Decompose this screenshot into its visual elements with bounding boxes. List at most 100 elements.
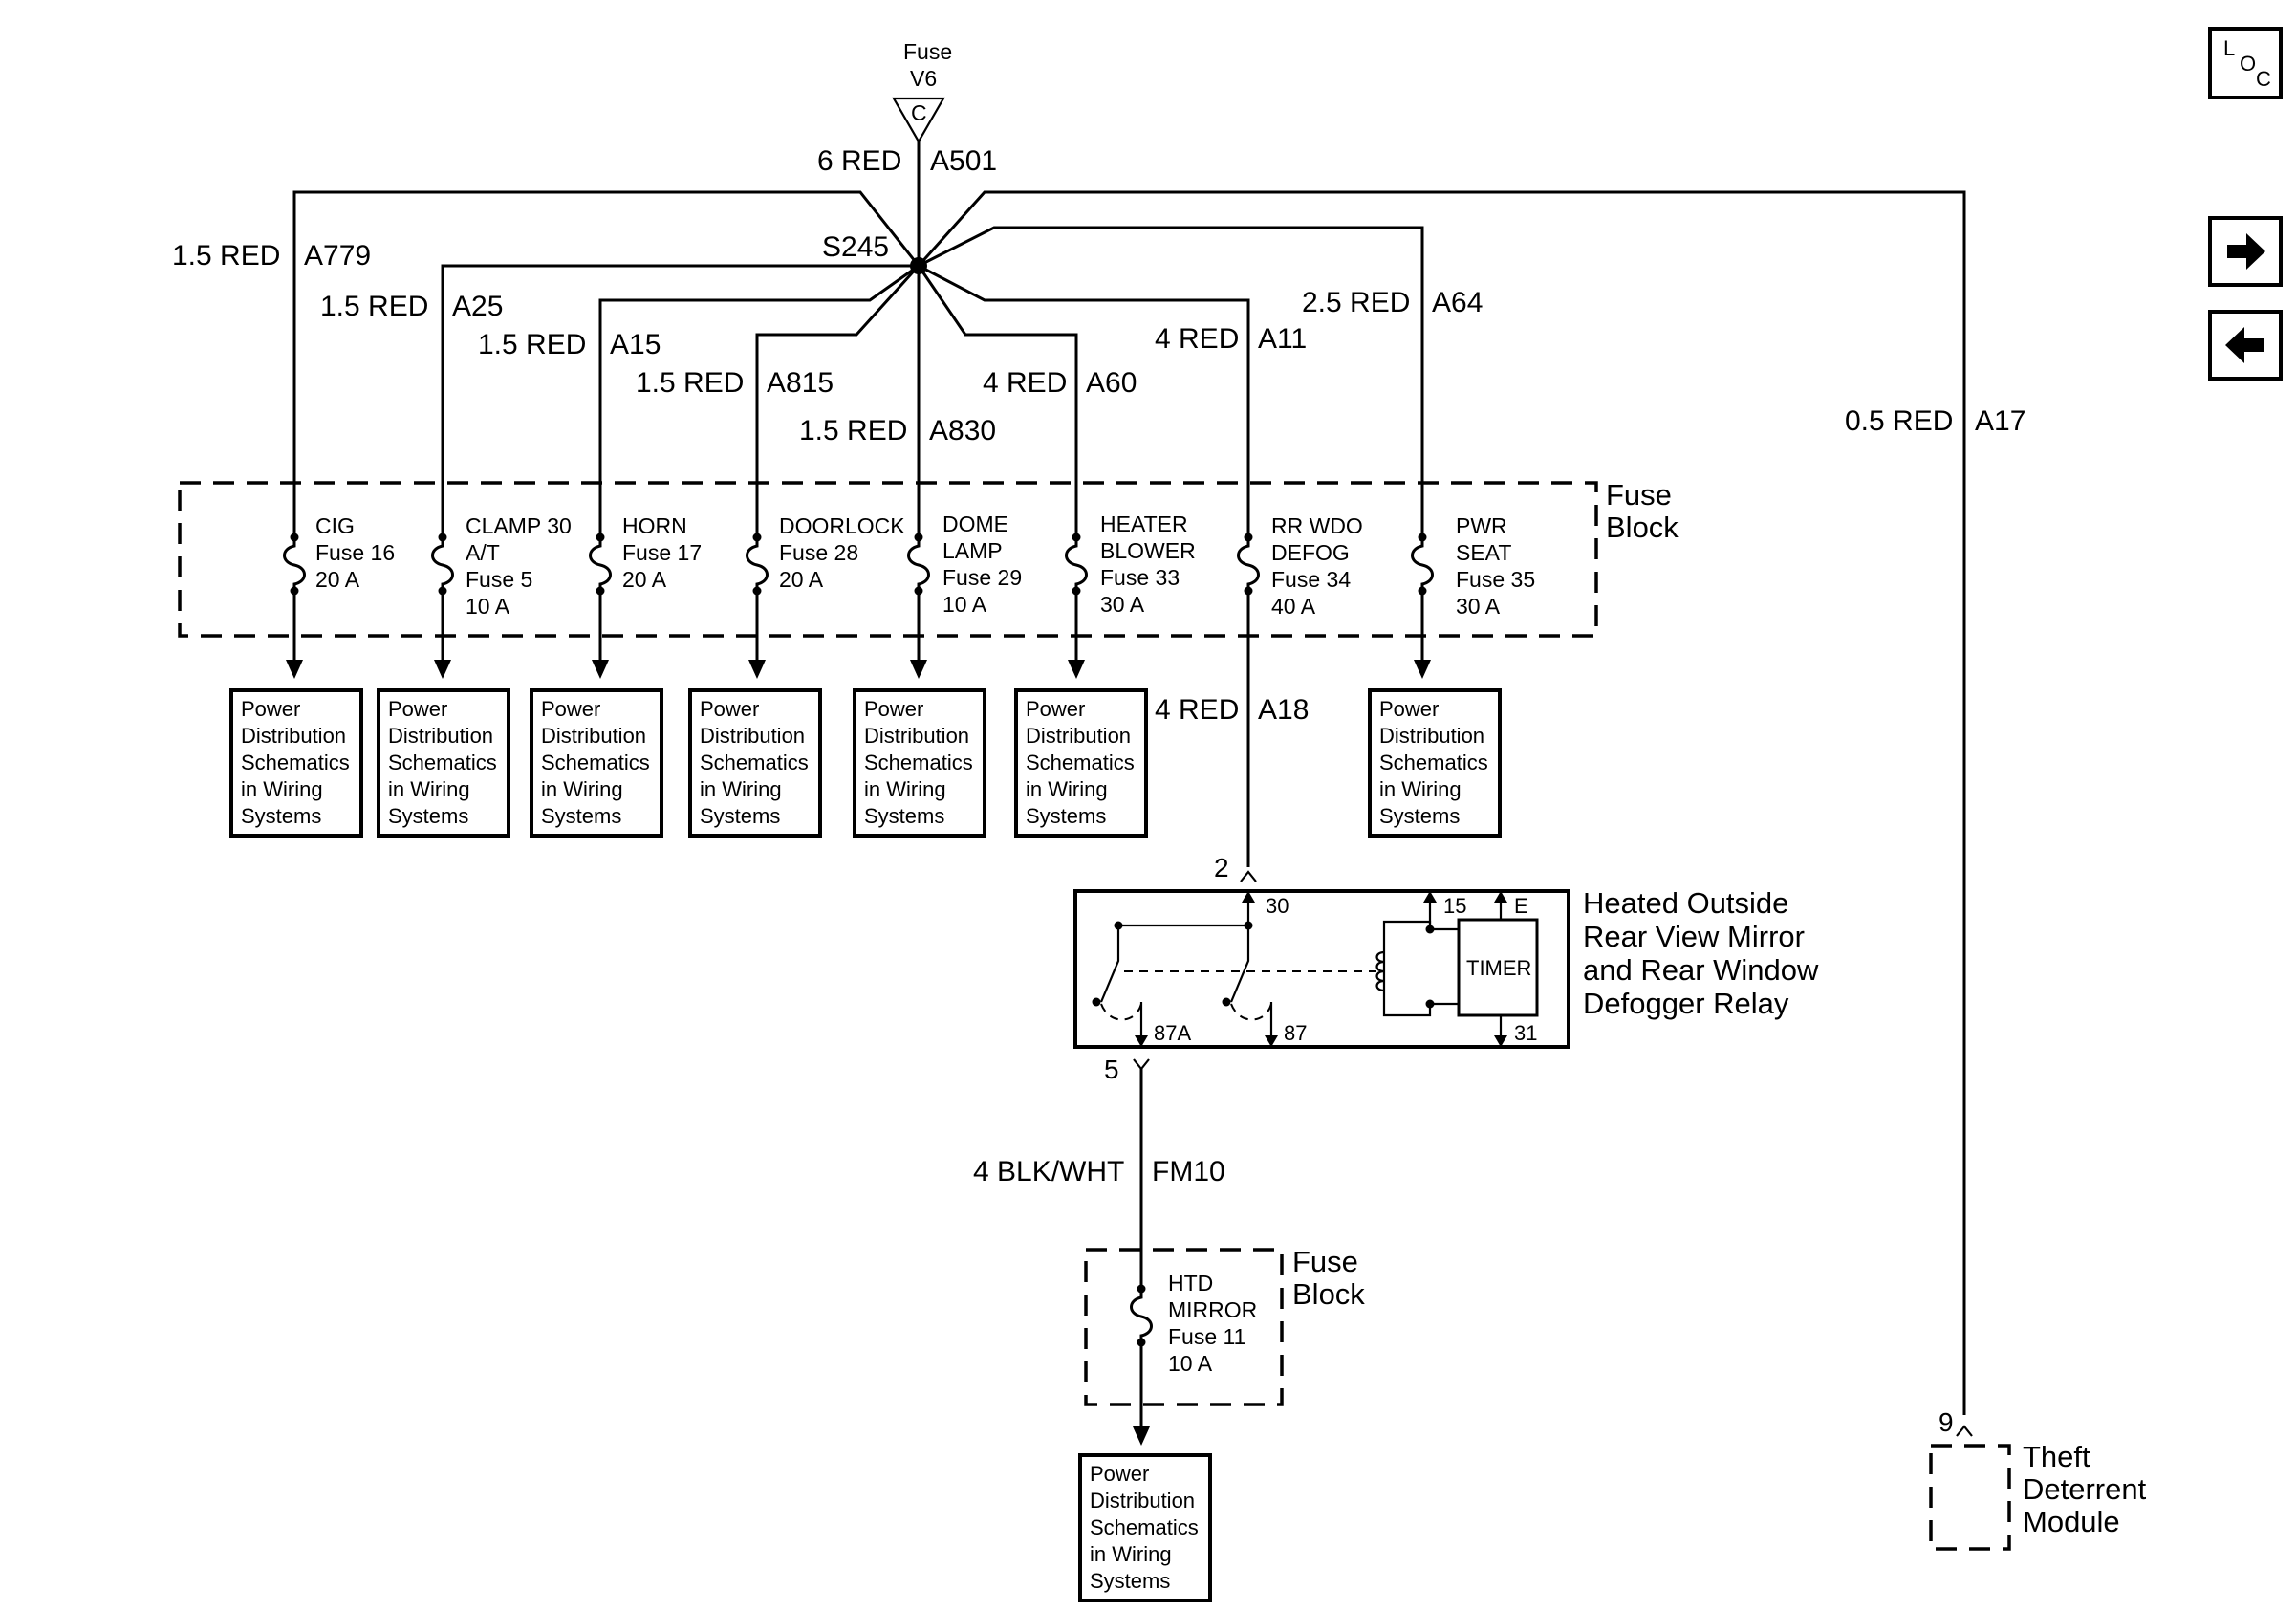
label-rrwdo-circuit: A11: [1258, 323, 1307, 355]
wire-labels: 1.5 RED A779 1.5 RED A25 1.5 RED A15 1.5…: [172, 240, 2025, 446]
arrowheads: [286, 660, 1431, 679]
fuse-dome-l3: Fuse 29: [942, 565, 1022, 590]
relay-feed-size: 4 RED: [1155, 694, 1239, 726]
splice-label: S245: [822, 231, 889, 263]
svg-text:Systems: Systems: [1090, 1569, 1170, 1593]
mirror-fuse-l3: Fuse 11: [1168, 1324, 1245, 1349]
label-doorlock-circuit: A815: [767, 367, 834, 399]
svg-text:C: C: [2256, 67, 2271, 91]
power-distribution-boxes[interactable]: Power Distribution Schematics in Wiring …: [229, 688, 1502, 838]
fuse-pwrseat-l2: SEAT: [1456, 540, 1511, 565]
theft-module-label-2: Deterrent: [2023, 1472, 2147, 1506]
svg-text:Distribution: Distribution: [1090, 1489, 1195, 1513]
theft-deterrent-module[interactable]: 9 Theft Deterrent Module: [1929, 1407, 2147, 1551]
relay-title-2: Rear View Mirror: [1583, 920, 1805, 953]
relay-terminal-30: 30: [1266, 894, 1289, 918]
svg-text:in Wiring: in Wiring: [1090, 1542, 1172, 1566]
fuse-icon-dome: [907, 533, 930, 596]
next-button[interactable]: [2208, 216, 2283, 287]
mirror-fuse-l1: HTD: [1168, 1271, 1213, 1295]
label-pwrseat-circuit: A64: [1432, 287, 1483, 318]
svg-text:Systems: Systems: [241, 804, 321, 828]
fuse-rrwdo-l1: RR WDO: [1271, 513, 1363, 538]
defogger-relay: 2 30 87A 87 TIMER: [1073, 853, 1819, 1084]
relay-timer-label: TIMER: [1466, 956, 1531, 980]
svg-text:in Wiring: in Wiring: [1379, 777, 1462, 801]
power-dist-box-horn[interactable]: Power Distribution Schematics in Wiring …: [530, 688, 663, 838]
arrow-left-icon[interactable]: [2225, 327, 2264, 363]
theft-connector-icon: [1956, 1425, 1973, 1437]
svg-text:in Wiring: in Wiring: [700, 777, 782, 801]
fuse-pwrseat-l3: Fuse 35: [1456, 567, 1535, 592]
relay-pin-out-connector-icon: [1133, 1058, 1150, 1071]
label-heater-circuit: A60: [1086, 367, 1137, 399]
power-dist-box-htd-mirror[interactable]: Power Distribution Schematics in Wiring …: [1078, 1453, 1212, 1602]
fuse-icon-horn: [589, 533, 612, 596]
svg-text:Distribution: Distribution: [1379, 724, 1484, 748]
fuse-clamp30-l2: A/T: [466, 540, 500, 565]
wire-pwrseat: [918, 226, 1424, 660]
relay-terminal-87: 87: [1284, 1021, 1307, 1045]
fuse-icon-rrwdo: [1237, 533, 1260, 596]
power-dist-box-dome[interactable]: Power Distribution Schematics in Wiring …: [853, 688, 986, 838]
label-dome-circuit: A830: [929, 415, 996, 446]
arrow-right-icon[interactable]: [2227, 233, 2265, 270]
relay-pin-in-connector-icon: [1240, 870, 1257, 882]
top-fuse-label-2: V6: [910, 66, 937, 91]
loc-button[interactable]: L O C: [2208, 27, 2283, 99]
label-cig-size: 1.5 RED: [172, 240, 280, 272]
relay-terminal-31: 31: [1514, 1021, 1537, 1045]
power-dist-box-clamp30[interactable]: Power Distribution Schematics in Wiring …: [377, 688, 510, 838]
mirror-feed-circuit: FM10: [1152, 1156, 1225, 1187]
fuse-labels: CIG Fuse 16 20 A CLAMP 30 A/T Fuse 5 10 …: [315, 512, 1535, 619]
fuse-pwrseat-l4: 30 A: [1456, 594, 1501, 619]
fuse-pwrseat-l1: PWR: [1456, 513, 1507, 538]
wire-horn: [598, 264, 920, 660]
fuse-rrwdo-l2: DEFOG: [1271, 540, 1350, 565]
fuse-doorlock-l1: DOORLOCK: [779, 513, 905, 538]
fuse-icon-cig: [283, 533, 306, 596]
svg-text:Systems: Systems: [1026, 804, 1106, 828]
wire-theft: [917, 190, 1966, 1415]
svg-text:Power: Power: [1026, 697, 1085, 721]
fuse-icon-htd-mirror: [1130, 1284, 1153, 1347]
label-horn-size: 1.5 RED: [478, 329, 586, 360]
mirror-fuse-l4: 10 A: [1168, 1351, 1213, 1376]
svg-text:Distribution: Distribution: [864, 724, 969, 748]
main-feed-circuit: A501: [930, 145, 997, 177]
label-pwrseat-size: 2.5 RED: [1302, 287, 1410, 318]
fuse-doorlock-l2: Fuse 28: [779, 540, 858, 565]
wire-clamp30: [441, 264, 919, 660]
prev-button[interactable]: [2208, 310, 2283, 381]
fuse-block-label-2: Block: [1606, 511, 1679, 544]
mirror-fuse-block-label-2: Block: [1292, 1277, 1365, 1311]
mirror-fuse-block-outline: [1084, 1248, 1284, 1406]
svg-text:Systems: Systems: [541, 804, 621, 828]
svg-text:Schematics: Schematics: [864, 751, 973, 774]
relay-feed-circuit: A18: [1258, 694, 1309, 726]
fuse-block-outline: [178, 481, 1598, 638]
relay-title-1: Heated Outside: [1583, 886, 1788, 920]
fuse-icon-pwrseat: [1411, 533, 1434, 596]
svg-text:Power: Power: [864, 697, 923, 721]
power-dist-box-pwrseat[interactable]: Power Distribution Schematics in Wiring …: [1368, 688, 1502, 838]
power-dist-box-heater[interactable]: Power Distribution Schematics in Wiring …: [1014, 688, 1148, 838]
svg-text:Power: Power: [388, 697, 447, 721]
power-dist-box-doorlock[interactable]: Power Distribution Schematics in Wiring …: [688, 688, 822, 838]
svg-text:Distribution: Distribution: [541, 724, 646, 748]
svg-text:Systems: Systems: [700, 804, 780, 828]
theft-module-pin: 9: [1939, 1407, 1954, 1437]
theft-module-label-3: Module: [2023, 1505, 2120, 1538]
top-fuse-v6: Fuse V6 C: [892, 39, 952, 144]
label-clamp30-circuit: A25: [452, 291, 503, 322]
fuse-clamp30-l4: 10 A: [466, 594, 510, 619]
wire-doorlock: [755, 264, 921, 660]
fuse-cig-l2: Fuse 16: [315, 540, 395, 565]
svg-text:in Wiring: in Wiring: [388, 777, 470, 801]
mirror-fuse-l2: MIRROR: [1168, 1297, 1257, 1322]
power-dist-box-cig[interactable]: Power Distribution Schematics in Wiring …: [229, 688, 363, 838]
theft-module-label-1: Theft: [2023, 1440, 2090, 1473]
fuse-icon-doorlock: [746, 533, 769, 596]
fuse-horn-l3: 20 A: [622, 567, 667, 592]
loc-icon[interactable]: [2208, 27, 2283, 99]
